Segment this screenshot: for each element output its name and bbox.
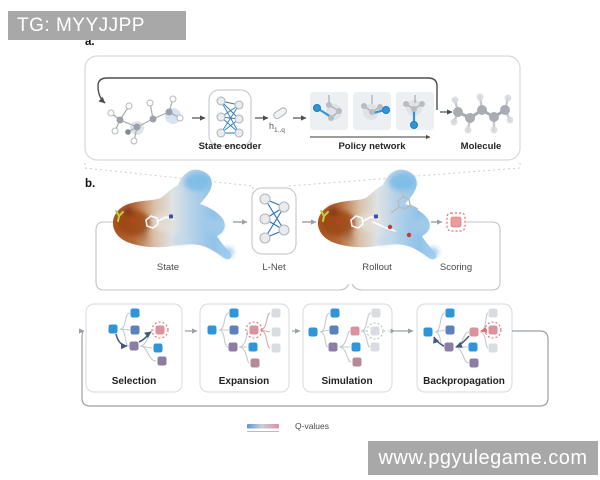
molecule-3d [450, 93, 514, 134]
hidden-state-capsule-icon [273, 107, 288, 120]
panel-b-brace [95, 221, 501, 291]
panel-a-feedback-loop-arrow [97, 77, 438, 110]
policy-network-label: Policy network [338, 141, 406, 152]
expansion-label: Expansion [218, 376, 270, 387]
lnet-nn-icon [264, 198, 285, 239]
state-label: State [156, 262, 180, 273]
backpropagation-tree [423, 308, 502, 368]
panel-b-label: b. [85, 178, 96, 190]
rollout-surface [318, 170, 439, 260]
rollout-label: Rollout [362, 262, 392, 273]
expansion-box [199, 303, 290, 393]
watermark-top: TG: MYYJJPP [8, 11, 186, 40]
simulation-label: Simulation [321, 376, 373, 387]
panel-a-box [84, 55, 521, 161]
state-surface [113, 170, 234, 260]
lnet-box [251, 187, 297, 255]
backpropagation-label: Backpropagation [423, 376, 505, 387]
qvalues-legend [247, 424, 279, 432]
hidden-state-label: h1..q [269, 121, 285, 134]
mcts-feedback-loop [78, 328, 549, 407]
lnet-label: L-Net [262, 262, 286, 273]
state-encoder-label: State encoder [198, 141, 262, 152]
simulation-box [302, 303, 393, 393]
simulation-tree [308, 308, 396, 367]
scoring-label: Scoring [439, 262, 473, 273]
panel-ab-dashed-connectors [84, 163, 521, 194]
qvalues-gradient-bar [247, 424, 279, 429]
watermark-bottom: www.pgyulegame.com [368, 441, 598, 475]
policy-network-tiles [310, 92, 434, 140]
selection-tree [108, 308, 169, 366]
panel-a-state-molecule [107, 95, 184, 145]
qvalues-label: Q-values [295, 421, 330, 431]
state-encoder-box [208, 89, 252, 147]
molecule-label: Molecule [460, 141, 502, 152]
panel-a-label: a. [85, 36, 95, 48]
backpropagation-box [416, 303, 513, 393]
state-encoder-nn-icon [220, 100, 240, 134]
scoring-node [446, 212, 466, 232]
selection-label: Selection [111, 376, 157, 387]
expansion-tree [207, 308, 281, 368]
